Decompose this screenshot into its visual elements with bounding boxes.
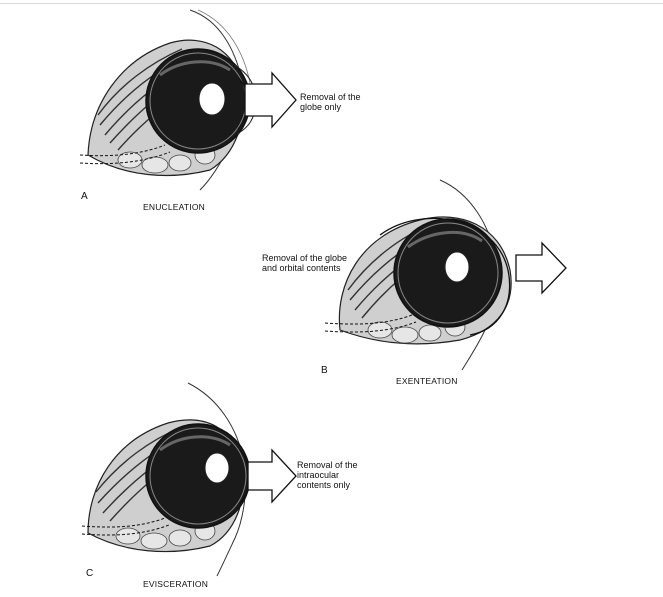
panel-title-b: EXENTEATION <box>396 376 458 386</box>
panel-letter-a: A <box>81 191 88 202</box>
panel-letter-b: B <box>321 365 328 376</box>
panel-title-c: EVISCERATION <box>143 579 209 589</box>
panel-letter-c: C <box>86 568 94 579</box>
annotation-c: Removal of the intraocular contents only <box>297 460 358 490</box>
annotation-b: Removal of the globe and orbital content… <box>262 253 348 273</box>
exenteration-eye-illustration <box>324 179 567 371</box>
evisceration-eye-illustration <box>81 382 297 577</box>
enucleation-eye-illustration <box>79 9 297 191</box>
panel-title-a: ENUCLEATION <box>143 202 206 212</box>
top-divider <box>0 3 663 4</box>
annotation-a: Removal of the globe only <box>300 92 361 112</box>
